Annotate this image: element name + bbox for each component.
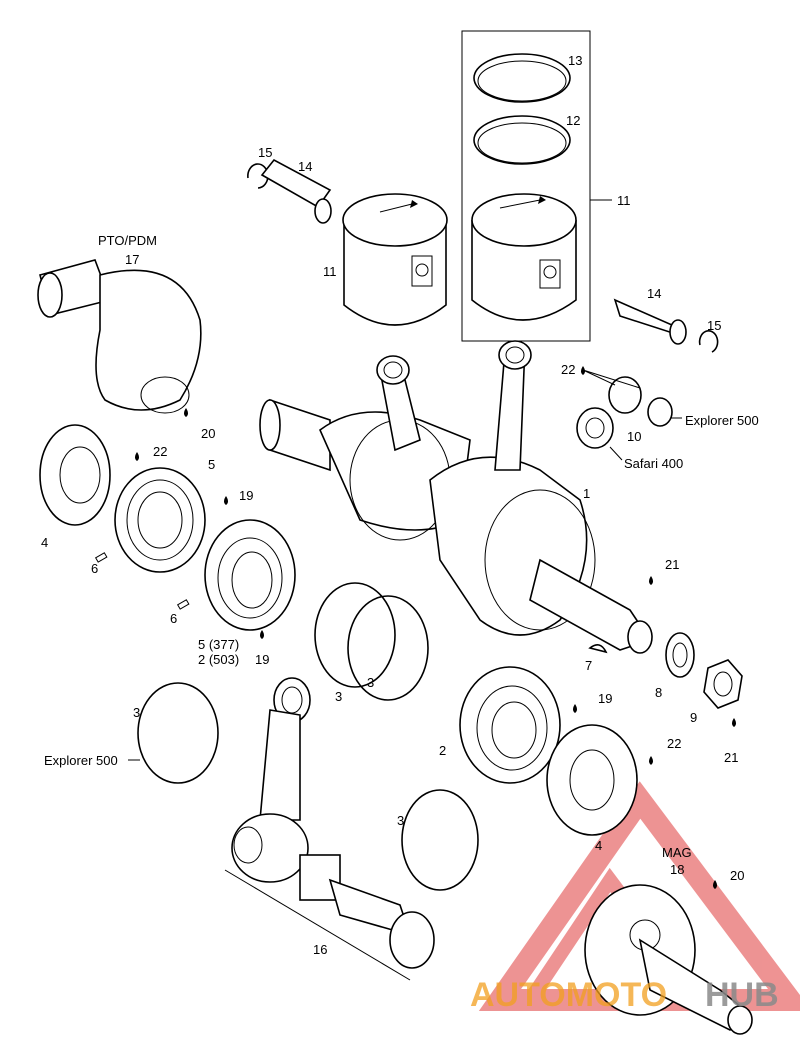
piston-right	[471, 193, 577, 321]
label-pto: PTO/PDM	[98, 233, 157, 248]
hex-nut-9	[703, 659, 743, 709]
needle-bearing-safari	[576, 376, 673, 449]
label-5: 5	[208, 457, 215, 472]
oil-seal-4-left	[39, 424, 111, 526]
label-2: 2	[439, 743, 446, 758]
mag-crank-half-18	[584, 884, 753, 1035]
label-8: 8	[655, 685, 662, 700]
ball-bearing-5	[114, 467, 206, 573]
label-15-top: 15	[258, 145, 272, 160]
label-6-b: 6	[170, 611, 177, 626]
dowel-pin-6b	[176, 599, 190, 610]
label-6-a: 6	[91, 561, 98, 576]
label-14-right: 14	[647, 286, 661, 301]
connecting-rod-16	[224, 677, 435, 981]
watermark-text: AUTOMOTO HUB	[470, 976, 779, 1014]
crankshaft-1	[259, 398, 653, 654]
o-ring-3-a	[314, 582, 396, 688]
label-19-a: 19	[239, 488, 253, 503]
pto-crank-half-17	[37, 259, 202, 414]
label-3-d: 3	[397, 813, 404, 828]
label-mag: MAG	[662, 845, 692, 860]
label-11-piston: 11	[323, 264, 337, 279]
piston-ring-box	[461, 30, 591, 342]
watermark-part2: HUB	[705, 976, 779, 1014]
o-ring-3-b	[347, 595, 429, 701]
label-22-top: 22	[561, 362, 575, 377]
part-labels: 13 12 11 15 14 PTO/PDM 17 11 14 15 22 Ex…	[41, 53, 759, 957]
label-3-a: 3	[367, 675, 374, 690]
label-20-b: 20	[730, 868, 744, 883]
watermark-part1: AUTOMOTO	[470, 976, 667, 1014]
label-safari400: Safari 400	[624, 456, 683, 471]
label-22-b: 22	[667, 736, 681, 751]
label-3-c: 3	[133, 705, 140, 720]
lock-washer-8	[665, 632, 695, 678]
label-20-top: 20	[201, 426, 215, 441]
label-4-b: 4	[595, 838, 602, 853]
piston-pin-14-top	[260, 158, 332, 224]
piston-left	[342, 193, 448, 326]
label-22-left: 22	[153, 444, 167, 459]
label-19-b: 19	[255, 652, 269, 667]
piston-pin-14-right	[613, 298, 687, 345]
label-11-box: 11	[617, 193, 631, 208]
circlip-15-right	[698, 330, 719, 353]
label-13: 13	[568, 53, 582, 68]
label-16: 16	[313, 942, 327, 957]
oil-seal-22	[546, 724, 638, 836]
label-17: 17	[125, 252, 139, 267]
label-14-top: 14	[298, 159, 312, 174]
label-1: 1	[583, 486, 590, 501]
woodruff-key-7	[588, 644, 608, 654]
label-21-b: 21	[724, 750, 738, 765]
label-3-b: 3	[335, 689, 342, 704]
label-4: 4	[41, 535, 48, 550]
piston-ring-12	[473, 115, 571, 165]
oil-drop-icons	[135, 366, 736, 889]
label-5-377: 5 (377)	[198, 637, 239, 652]
label-21-a: 21	[665, 557, 679, 572]
ball-bearing-5-377	[204, 519, 296, 631]
label-2-503: 2 (503)	[198, 652, 239, 667]
ball-bearing-2	[459, 666, 561, 784]
label-explorer500-top: Explorer 500	[685, 413, 759, 428]
label-explorer500-left: Explorer 500	[44, 753, 118, 768]
label-12: 12	[566, 113, 580, 128]
piston-ring-13	[473, 53, 571, 103]
leader-lines	[128, 199, 682, 761]
o-ring-3-bottom	[401, 789, 479, 891]
label-15-right: 15	[707, 318, 721, 333]
o-ring-3-left	[137, 682, 219, 784]
label-7: 7	[585, 658, 592, 673]
circlip-15-top	[247, 163, 269, 189]
label-9: 9	[690, 710, 697, 725]
label-19-c: 19	[598, 691, 612, 706]
label-18: 18	[670, 862, 684, 877]
label-10: 10	[627, 429, 641, 444]
dowel-pin-6a	[94, 552, 108, 563]
connecting-rods	[376, 340, 532, 471]
